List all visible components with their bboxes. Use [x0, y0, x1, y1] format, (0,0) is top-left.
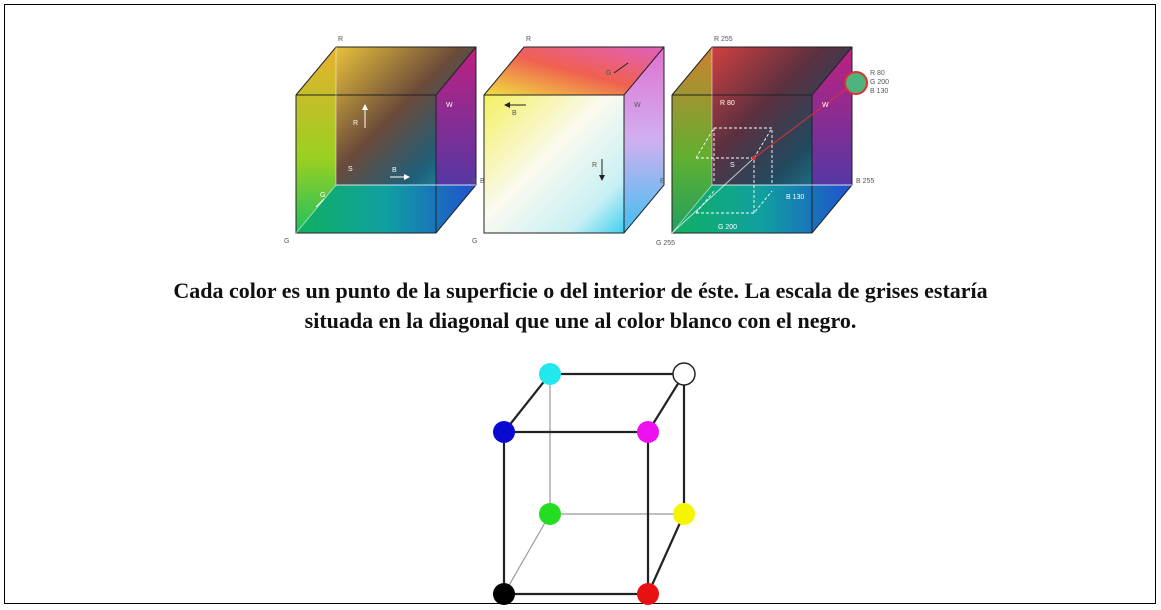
- cube3-label-bottom: G 255: [656, 240, 675, 247]
- color-swatch: [844, 71, 868, 95]
- vertex-magenta: [637, 421, 659, 443]
- svg-text:R: R: [592, 162, 597, 169]
- svg-text:S: S: [348, 166, 353, 173]
- cube2-label-b-left: B: [472, 178, 477, 185]
- caption-line-2: situada en la diagonal que une al color …: [304, 308, 857, 333]
- swatch-label-r: R 80: [870, 70, 885, 77]
- cube3-label-r80: R 80: [720, 100, 735, 107]
- vertex-blue: [493, 421, 515, 443]
- cube2-label-top: R: [526, 36, 531, 43]
- vertex-red: [637, 583, 659, 605]
- page-frame: [4, 4, 1156, 604]
- vertex-yellow: [673, 503, 695, 525]
- cube3-label-b130: B 130: [786, 194, 804, 201]
- rgb-cubes-illustration: R B G S R W B G B G R R W B G: [284, 36, 889, 247]
- vertex-green: [539, 503, 561, 525]
- cube3-label-w: W: [822, 102, 829, 109]
- caption-text: Cada color es un punto de la superficie …: [10, 276, 1151, 336]
- svg-text:S: S: [730, 162, 735, 169]
- vertex-black: [493, 583, 515, 605]
- swatch-label-b: B 130: [870, 88, 888, 95]
- svg-text:B: B: [512, 110, 517, 117]
- svg-text:B: B: [392, 167, 397, 174]
- svg-text:G: G: [606, 70, 611, 77]
- cube2-label-bottom: G: [472, 238, 477, 245]
- cube-2: B G R R W B G: [472, 36, 665, 245]
- cube1-label-right: B: [480, 178, 485, 185]
- cube1-label-bottom: G: [284, 238, 289, 245]
- caption-line-1: Cada color es un punto de la superficie …: [173, 278, 988, 303]
- cube-3: R 80 B 130 G 200 S R 255 W B 255 G 255 B…: [656, 36, 889, 247]
- vertex-cyan: [539, 363, 561, 385]
- rgb-vertex-cube: [493, 362, 696, 605]
- cube3-label-g200: G 200: [718, 224, 737, 231]
- vertex-white: [672, 362, 696, 386]
- cube-1: R B G S R W B G: [284, 36, 485, 245]
- cube3-label-top: R 255: [714, 36, 733, 43]
- cube1-label-w: W: [446, 102, 453, 109]
- swatch-label-g: G 200: [870, 79, 889, 86]
- svg-text:B: B: [660, 178, 665, 185]
- cube2-label-w: W: [634, 102, 641, 109]
- cube3-label-right: B 255: [856, 178, 874, 185]
- cube1-label-top: R: [338, 36, 343, 43]
- svg-text:G: G: [320, 192, 325, 199]
- svg-text:R: R: [353, 120, 358, 127]
